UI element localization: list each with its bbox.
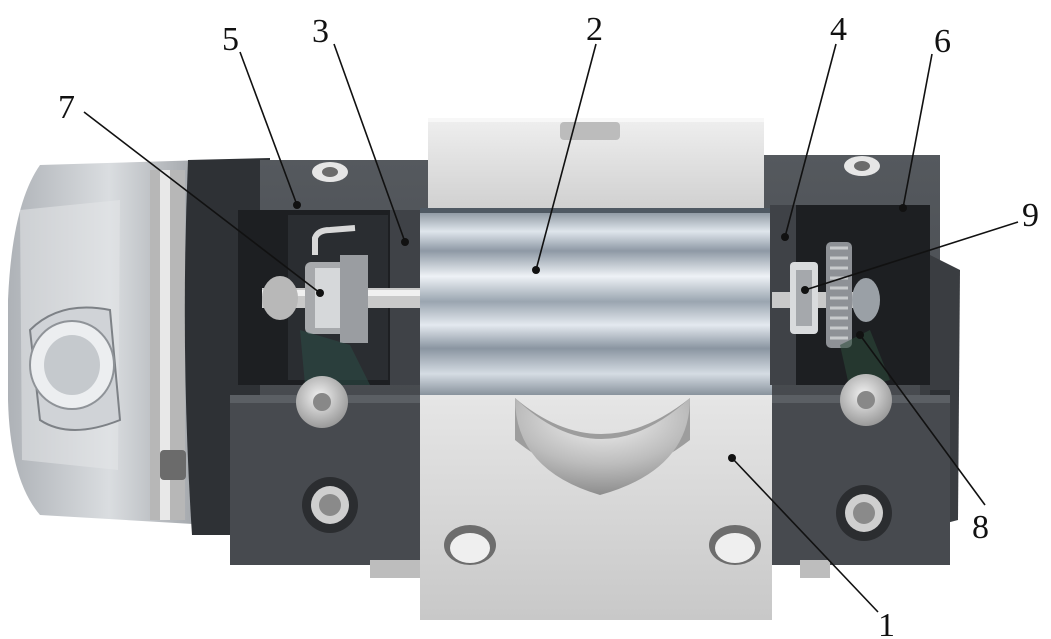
callout-9: 9 — [801, 197, 1039, 294]
callout-label-9: 9 — [1022, 197, 1039, 234]
center-assembly — [420, 118, 772, 620]
callout-label-5: 5 — [222, 21, 239, 58]
callout-3: 3 — [312, 13, 409, 246]
callout-label-6: 6 — [934, 23, 951, 60]
callout-7: 7 — [58, 89, 324, 297]
callout-label-1: 1 — [878, 607, 895, 639]
callout-5: 5 — [222, 21, 301, 209]
callout-label-8: 8 — [972, 509, 989, 546]
callouts: 1 2 3 4 5 6 — [58, 11, 1039, 639]
callout-2: 2 — [532, 11, 603, 274]
callout-label-4: 4 — [830, 11, 847, 48]
callout-1: 1 — [728, 454, 895, 639]
callout-6: 6 — [899, 23, 951, 212]
right-cutaway — [770, 205, 930, 390]
left-cutaway — [238, 210, 437, 385]
housing-bolts — [296, 156, 892, 541]
callout-4: 4 — [781, 11, 847, 241]
lamp-head — [8, 160, 210, 525]
callout-label-3: 3 — [312, 13, 329, 50]
callout-label-2: 2 — [586, 11, 603, 48]
callout-label-7: 7 — [58, 89, 75, 126]
callout-8: 8 — [856, 331, 989, 546]
